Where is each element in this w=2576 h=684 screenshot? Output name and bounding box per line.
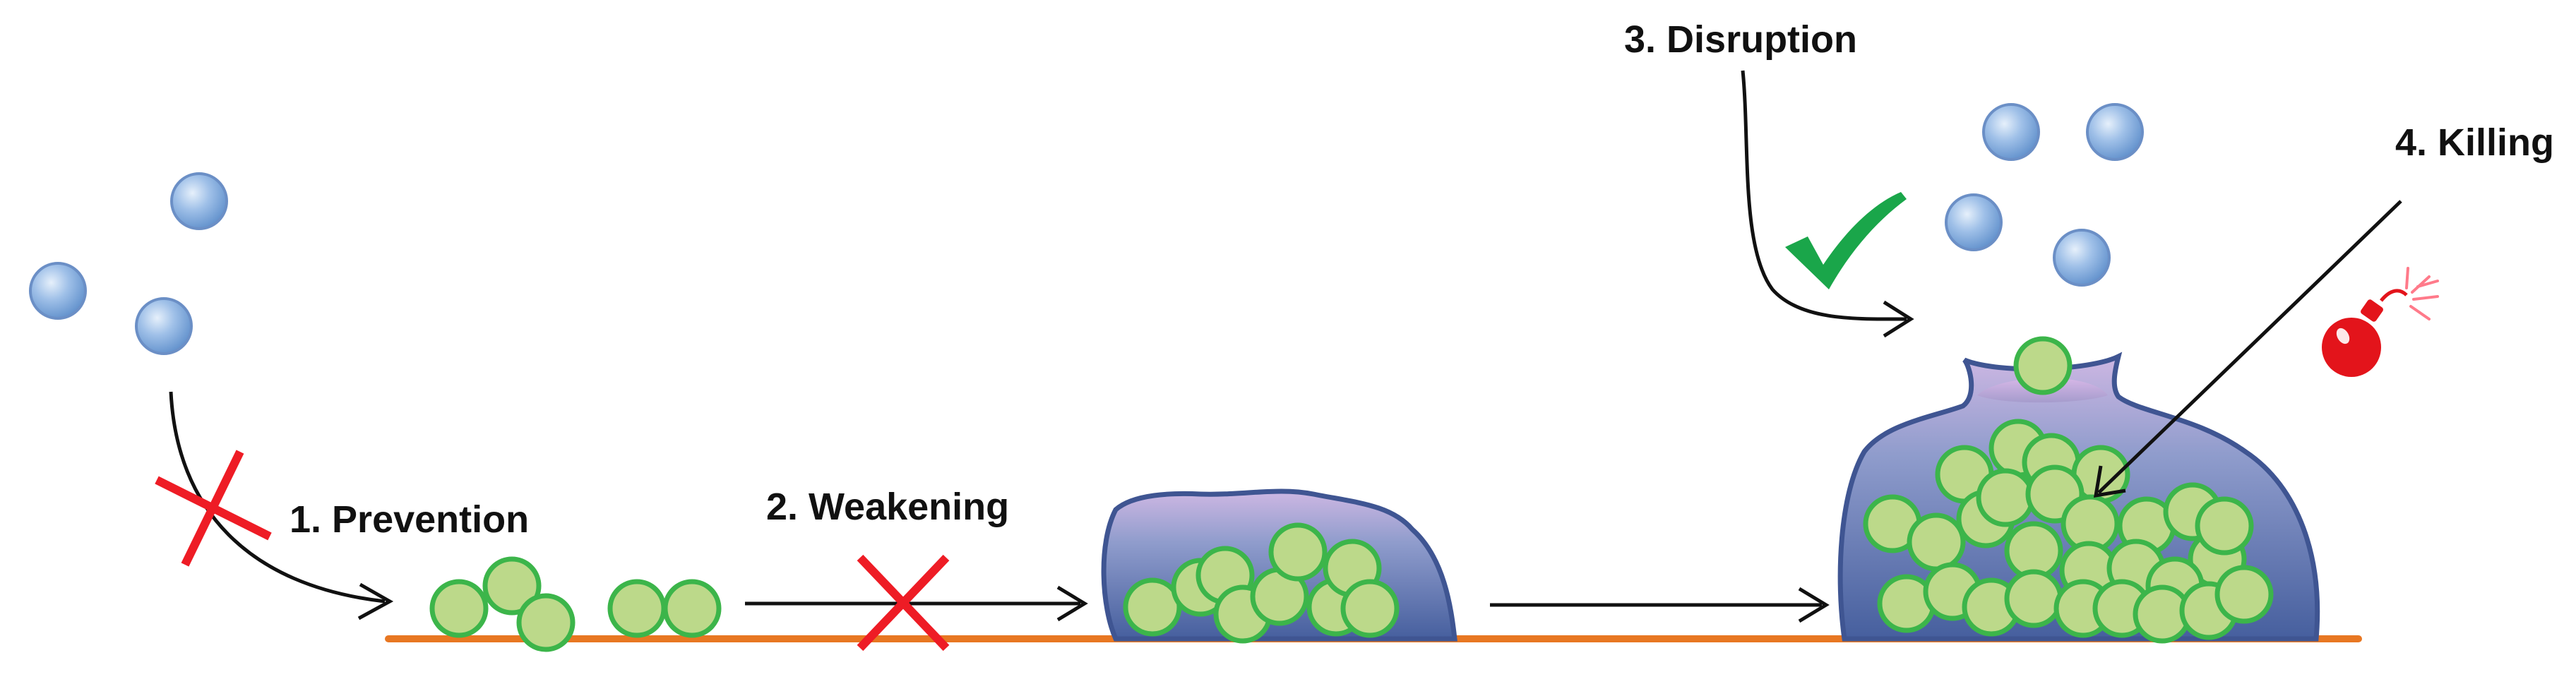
- planktonic-cell: [2086, 103, 2144, 161]
- attached-cell: [429, 579, 489, 638]
- planktonic-cells-right: [1945, 103, 2144, 287]
- prevention-cross-icon: [155, 450, 272, 567]
- disruption-arrowhead: [1883, 300, 1914, 338]
- biofilm-cell: [1340, 579, 1400, 638]
- planktonic-cell: [1945, 193, 2003, 251]
- dispersing-cell: [2013, 336, 2073, 395]
- planktonic-cell: [1982, 103, 2040, 161]
- attached-cell: [516, 593, 576, 652]
- attached-cell: [607, 579, 667, 638]
- attached-cell: [482, 556, 542, 616]
- biofilm-cell: [2004, 569, 2063, 628]
- killing-arrow: [2097, 200, 2402, 494]
- planktonic-cells-left: [29, 172, 228, 355]
- biofilm-cell: [1976, 468, 2035, 527]
- attached-cells-early: [429, 556, 722, 652]
- label-killing: 4. Killing: [2395, 121, 2554, 164]
- planktonic-cell: [2053, 229, 2111, 287]
- killing-arrowhead: [2093, 465, 2126, 498]
- young-biofilm: [1101, 488, 1457, 644]
- label-prevention: 1. Prevention: [290, 498, 529, 541]
- mature-biofilm: [1837, 336, 2320, 644]
- label-weakening: 2. Weakening: [766, 486, 1009, 528]
- weakening-arrowhead: [1056, 585, 1088, 622]
- planktonic-cell: [29, 262, 87, 320]
- disruption-arrow: [1741, 70, 1907, 321]
- biofilm-cell: [1268, 522, 1328, 582]
- maturation-arrowhead: [1798, 587, 1830, 623]
- planktonic-cell: [170, 172, 228, 230]
- label-disruption: 3. Disruption: [1624, 18, 1857, 61]
- attached-cell: [662, 579, 722, 638]
- biofilm-cell: [2195, 496, 2254, 556]
- disruption-check-icon: [1785, 192, 1907, 289]
- planktonic-cell: [135, 297, 193, 355]
- weakening-cross-icon: [857, 554, 950, 652]
- biofilm-cell: [1907, 512, 1966, 572]
- prevention-arrowhead: [357, 582, 394, 620]
- bomb-icon: [2322, 267, 2439, 377]
- prevention-arrow: [169, 391, 386, 604]
- biofilm-cell: [2214, 565, 2274, 624]
